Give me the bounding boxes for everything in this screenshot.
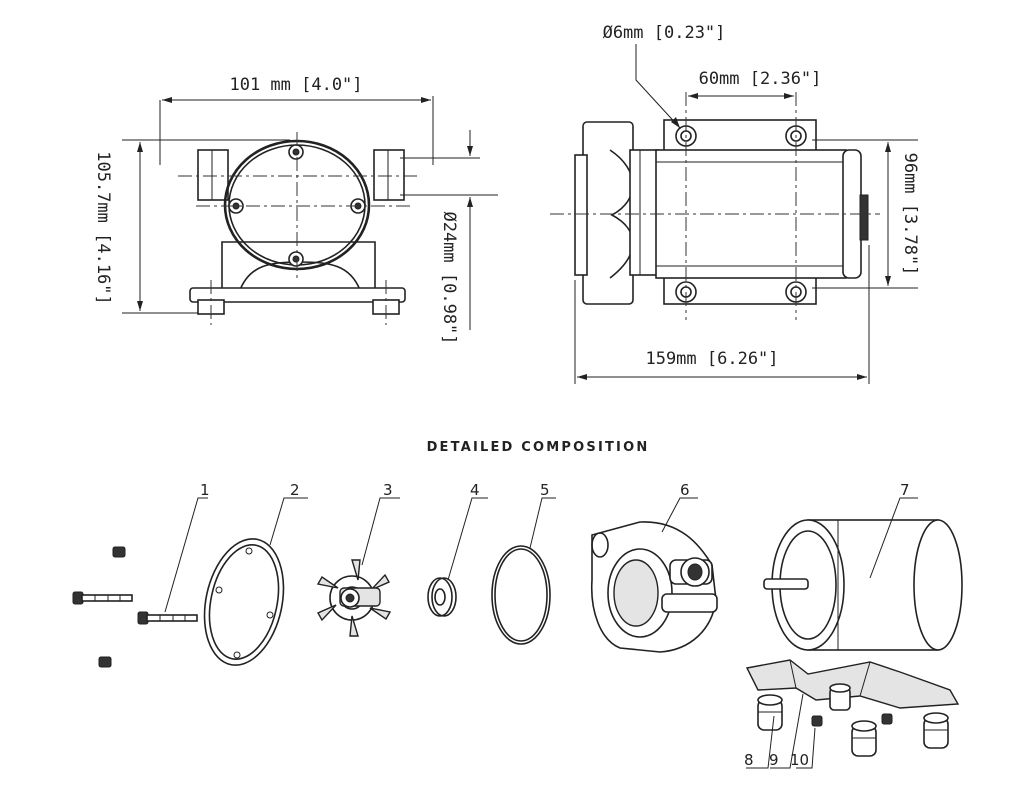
part-leaders <box>164 497 918 769</box>
part-number-1: 1 <box>200 481 210 499</box>
part-number-4: 4 <box>470 481 480 499</box>
part-bracket <box>745 659 960 709</box>
part-seal <box>427 577 457 617</box>
part-number-9: 9 <box>769 751 779 769</box>
composition-title: DETAILED COMPOSITION <box>427 440 650 455</box>
part-screws <box>72 546 198 668</box>
part-numbers: 1 2 3 4 5 6 7 8 9 10 <box>200 481 910 769</box>
part-number-10: 10 <box>790 751 809 769</box>
front-view: 101 mm [4.0"] 105.7mm [4.16"] <box>93 75 498 345</box>
motor-height-label: 96mm [3.78"] <box>900 153 920 276</box>
part-feet <box>757 683 949 757</box>
part-cover-plate <box>203 538 285 666</box>
exploded-view: 1 2 3 4 5 6 7 8 9 10 <box>72 481 963 769</box>
height-front-label: 105.7mm [4.16"] <box>93 151 113 305</box>
hole-spacing-label: 60mm [2.36"] <box>699 69 822 89</box>
width-front-label: 101 mm [4.0"] <box>229 75 362 95</box>
port-diameter-label: Ø24mm [0.98"] <box>439 211 459 344</box>
part-number-2: 2 <box>290 481 300 499</box>
hole-diameter-label: Ø6mm [0.23"] <box>603 23 726 43</box>
part-pump-housing <box>590 521 718 653</box>
part-impeller <box>316 559 392 637</box>
part-o-ring <box>491 545 551 645</box>
overall-length-label: 159mm [6.26"] <box>645 349 778 369</box>
part-number-3: 3 <box>383 481 393 499</box>
part-number-5: 5 <box>540 481 550 499</box>
side-view: Ø6mm [0.23"] 60mm [2.36"] 96mm [3.78"] 1… <box>550 23 920 384</box>
part-motor <box>763 519 963 651</box>
part-number-7: 7 <box>900 481 910 499</box>
part-number-6: 6 <box>680 481 690 499</box>
part-number-8: 8 <box>744 751 754 769</box>
